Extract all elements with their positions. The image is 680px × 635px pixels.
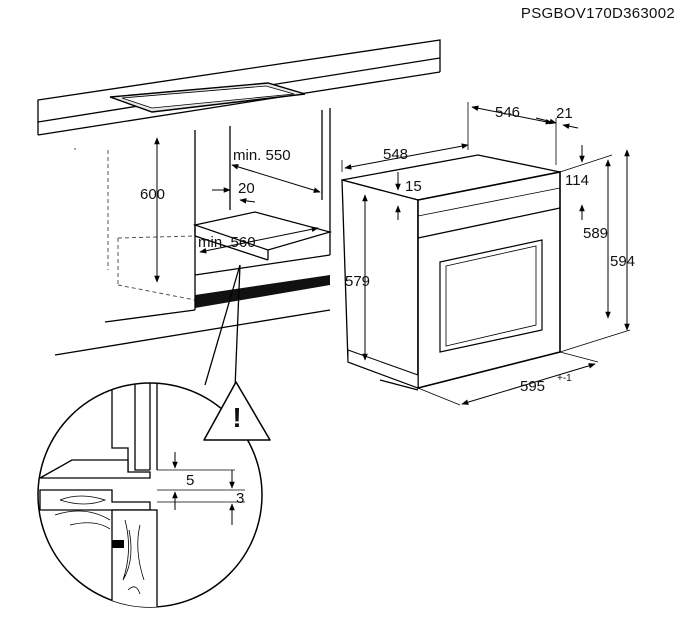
oven-body-height-label: 579 [345,273,370,290]
oven-width-label: 595 [520,378,545,395]
oven-total-height-label: 594 [610,253,635,270]
cabinet-niche [54,108,333,356]
oven-top-offset-label: 15 [405,178,422,195]
warning-icon: ! [203,381,271,441]
niche-min-depth-label: min. 560 [198,234,256,251]
niche-min-width-label: min. 550 [233,147,291,164]
oven-panel-height-label: 114 [565,172,589,189]
oven-depth-body-label: 548 [383,146,408,163]
hob [109,82,306,113]
oven-depth-top-label: 546 [495,104,520,121]
oven [341,154,561,391]
detail-gap-bottom-label: 3 [236,490,244,507]
niche-dimensions: 600 min. 550 20 min. 560 [140,137,321,283]
product-code: PSGBOV170D363002 [521,5,675,22]
niche-height-label: 600 [140,186,165,203]
niche-gap-label: 20 [238,180,255,197]
warning-symbol: ! [232,402,241,433]
oven-inner-height-label: 589 [583,225,608,242]
oven-dimensions: 546 21 548 15 579 114 589 594 595 +-1 [341,102,635,406]
oven-width-tolerance: +-1 [557,373,572,384]
oven-front-thickness-label: 21 [556,105,573,122]
detail-gap-top-label: 5 [186,472,194,489]
